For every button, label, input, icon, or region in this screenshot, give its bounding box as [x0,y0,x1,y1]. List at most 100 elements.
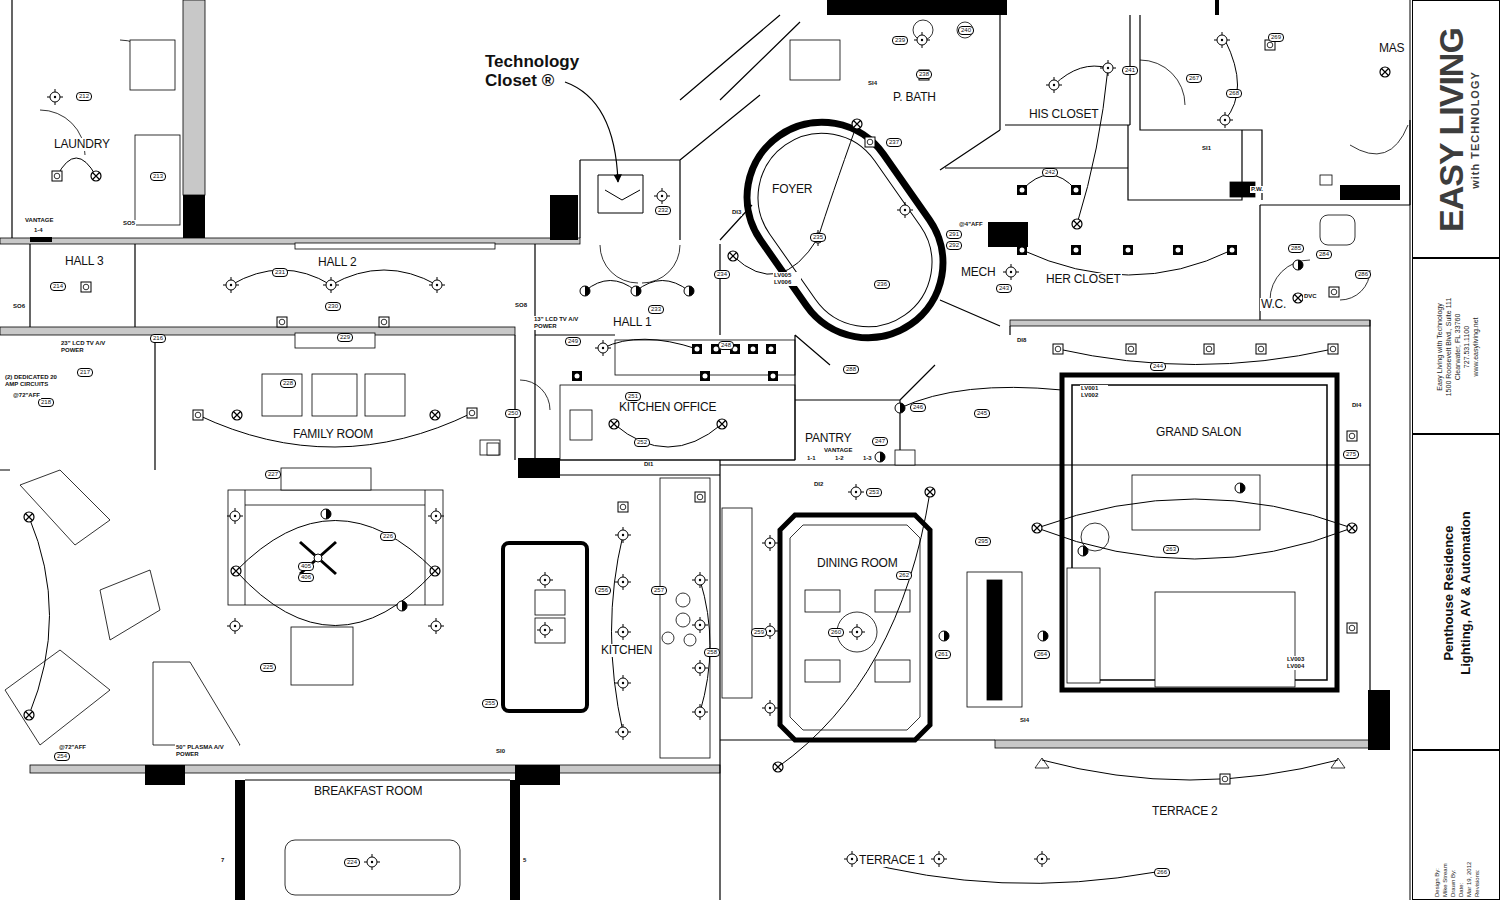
switch-wire [29,40,1352,883]
wall-block [988,222,1028,247]
light-fixture [580,286,590,296]
device-note: 1-3 [862,455,873,462]
switch-wire [1037,528,1352,559]
light-fixture [692,344,702,354]
callout-number: 217 [77,368,93,377]
furniture [503,543,587,711]
device-note: DI2 [813,481,824,488]
room-name: TERRACE 2 [1151,805,1219,818]
light-fixture [695,492,705,502]
light-fixture [24,710,34,720]
room-name: PANTRY [804,432,852,445]
callout-number: 214 [50,282,66,291]
room-label: HIS CLOSET [1028,108,1099,121]
callout-number: 253 [866,488,882,497]
control-keypad [487,443,499,455]
device-note: DI4 [1351,402,1362,409]
title-block-text: Easy Living with Technology [1435,303,1444,390]
device-note: 7 [220,857,225,864]
title-block-text: www.easyliving.net [1471,317,1480,376]
furniture [153,662,240,745]
furniture [1155,592,1295,687]
device-note: (2) DEDICATED 20 AMP CIRCUITS [4,374,68,388]
leader-line [565,82,618,182]
light-fixture [925,487,935,497]
room-label: GRAND SALON [1155,426,1242,439]
light-fixture [379,317,389,327]
room-name: HALL 1 [612,316,652,329]
light-fixture [1038,631,1048,641]
switch-wire [778,492,930,767]
device-note: DVC [1303,293,1318,300]
room-label: KITCHEN [600,644,653,657]
light-fixture [223,277,239,293]
light-fixture [537,572,553,588]
switch-wire [1058,349,1333,365]
room-label: LAUNDRY [53,138,111,151]
switch-wire [1037,499,1352,528]
light-fixture [467,408,477,418]
furniture [135,135,180,225]
light-fixture [1256,344,1266,354]
light-fixture [52,171,62,181]
room-name: LAUNDRY [53,138,111,151]
light-fixture [615,724,631,740]
callout-number: 241 [1122,66,1138,75]
room-name: DINING ROOM [816,557,898,570]
light-fixture [1328,344,1338,354]
light-fixture [1100,60,1116,76]
room-label: BREAKFAST ROOM [313,785,423,798]
device-note: @72"AFF [58,744,87,751]
title-block-text: Clearwater, FL 33760 [1453,314,1462,381]
callout-number: 259 [751,628,767,637]
room-name: HIS CLOSET [1028,108,1099,121]
room-name: FOYER [771,183,813,196]
light-fixture [692,704,708,720]
light-fixture [1173,245,1183,255]
light-fixture [692,572,708,588]
room-label: FAMILY ROOM [292,428,374,441]
furniture [660,478,710,758]
device-note: P.W. [1250,186,1264,193]
title-block-text: Design By: [1433,868,1441,897]
light-fixture [321,509,331,519]
switch-wire [700,580,710,712]
switch-wire [57,158,96,176]
light-fixture [1053,344,1063,354]
wall-line [0,0,1410,900]
light-fixture [1220,774,1230,784]
light-fixture [277,317,287,327]
furniture [1067,568,1100,683]
device-note: @72"AFF [12,392,41,399]
light-fixture [323,277,339,293]
switch-wire [603,339,697,349]
device-note: DI8 [1016,337,1027,344]
callout-number: 228 [280,379,296,388]
wall-block [510,780,520,900]
light-fixture [1217,112,1233,128]
furniture [365,374,405,416]
device-note: VANTAGE [24,217,54,224]
room-label: P. BATH [892,91,937,104]
device-note: SI0 [495,748,506,755]
wall-block [515,765,560,785]
wall-block [827,0,1007,15]
light-fixture [24,32,1390,870]
title-block-cell: EASY LIVINGwith TECHNOLOGY [1412,0,1500,258]
room-name: HALL 3 [64,255,104,268]
callout-number: 247 [872,437,888,446]
door-swing [40,40,1408,410]
callout-number: 251 [625,392,641,401]
title-block-text: Mar 19, 2012 [1465,862,1473,897]
light-fixture [692,660,708,676]
callout-number: 267 [1186,74,1202,83]
rotated-text-frame: Penthouse ResidenceLighting, AV & Automa… [1413,435,1500,750]
furniture [535,618,565,643]
device-note: DI3 [731,209,742,216]
title-block-text: Revisions: [1473,869,1481,897]
wall-fill [0,327,515,335]
title-block-frame [1410,0,1411,900]
callout-number: 226 [380,532,396,541]
furniture [1320,215,1355,245]
